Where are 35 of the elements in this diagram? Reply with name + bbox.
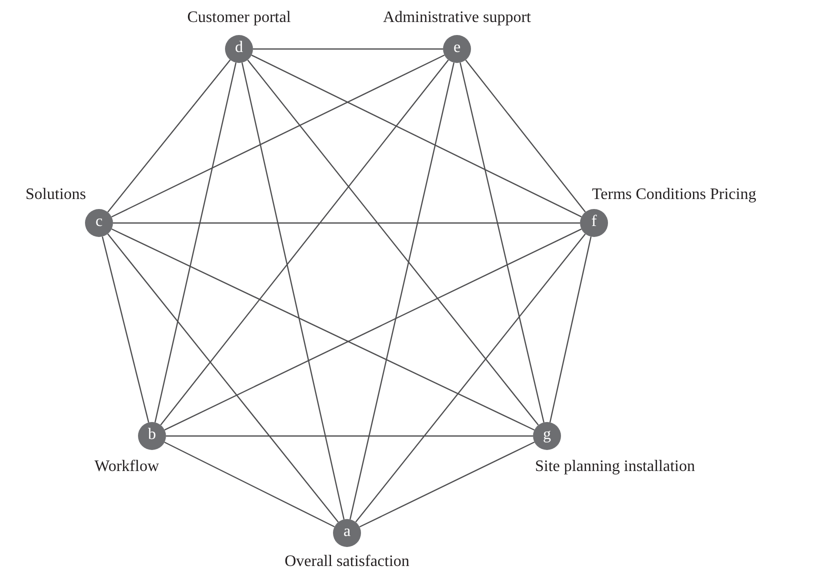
node-circle: b <box>138 422 166 450</box>
node-label: Solutions <box>26 186 86 204</box>
connector-line <box>549 236 592 422</box>
connector-line <box>350 62 454 520</box>
connector-line <box>166 435 533 437</box>
connector-line <box>113 222 580 224</box>
node-circle: a <box>333 519 361 547</box>
connector-line <box>251 54 582 218</box>
node-label: Overall satisfaction <box>284 553 410 571</box>
node-circle: g <box>533 422 561 450</box>
connector-line <box>460 62 544 422</box>
connector-line <box>355 234 586 522</box>
connector-line <box>247 60 539 426</box>
connector-line <box>241 62 345 520</box>
node-label: Customer portal <box>187 9 291 27</box>
connector-line <box>102 236 150 423</box>
node-circle: f <box>580 209 608 237</box>
connector-line <box>111 228 535 431</box>
node-label: Terms Conditions Pricing <box>592 186 756 204</box>
connector-line <box>154 62 237 422</box>
connector-line <box>253 48 443 50</box>
node-label: Administrative support <box>383 9 531 27</box>
connector-line <box>465 60 586 212</box>
node-circle: d <box>225 35 253 63</box>
node-label: Workflow <box>94 458 159 476</box>
connector-line <box>160 60 449 426</box>
connector-line <box>164 442 335 528</box>
node-circle: c <box>85 209 113 237</box>
connector-line <box>107 234 339 522</box>
connector-line <box>164 228 582 430</box>
connector-line <box>107 60 231 212</box>
connector-line <box>359 442 535 528</box>
node-circle: e <box>443 35 471 63</box>
node-label: Site planning installation <box>535 458 695 476</box>
connector-line <box>111 54 445 218</box>
